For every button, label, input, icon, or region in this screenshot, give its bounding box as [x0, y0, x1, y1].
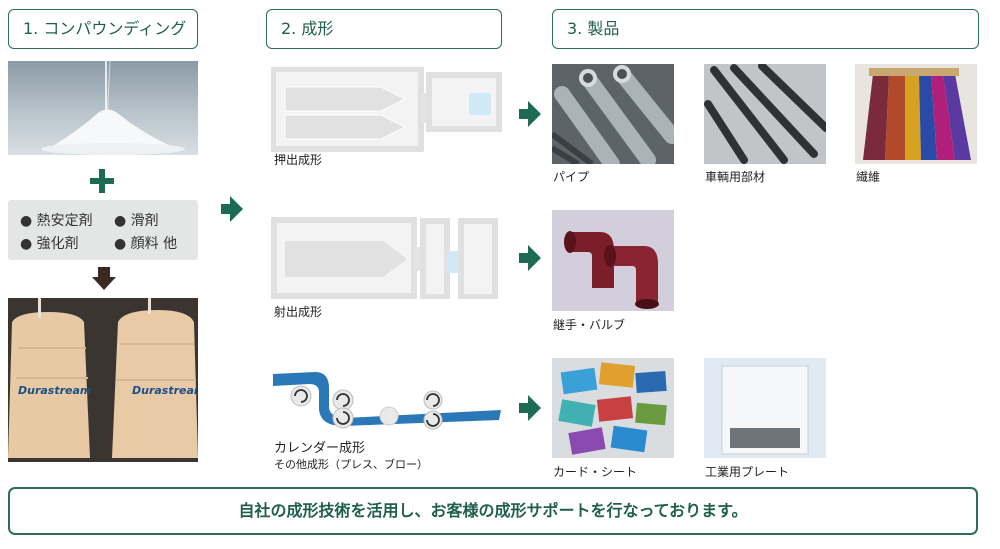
- header-products: 3. 製品: [552, 9, 979, 49]
- additive-label: 滑剤: [130, 213, 159, 229]
- process-label-extrusion: 押出成形: [274, 153, 323, 167]
- card-sheet-photo: [552, 358, 674, 458]
- header-molding: 2. 成形: [266, 9, 502, 49]
- right-arrow-icon: [221, 196, 243, 222]
- header-compounding-label: 1. コンパウンディング: [23, 19, 187, 38]
- pipe-photo: [552, 64, 674, 164]
- right-arrow-icon: [519, 101, 541, 127]
- card-sheet-graphic: [552, 358, 674, 458]
- additive-label: 顔料 他: [130, 236, 178, 252]
- product-label-pipe: パイプ: [553, 170, 590, 184]
- pipe-graphic: [552, 64, 674, 164]
- footer-banner: 自社の成形技術を活用し、お客様の成形サポートを行なっております。: [8, 487, 978, 535]
- powder-pile-graphic: [41, 61, 185, 155]
- injection-machine-diagram: [271, 217, 498, 299]
- bag-brand-left: Durastream: [18, 384, 92, 397]
- additive-item: ● 顔料 他: [114, 236, 178, 252]
- additive-item: ● 強化剤: [20, 236, 79, 252]
- process-label-other: その他成形（プレス、ブロー）: [274, 458, 428, 471]
- additive-label: 熱安定剤: [36, 213, 93, 229]
- roll-icon: [379, 406, 399, 426]
- roll-icon: [332, 389, 354, 411]
- roll-icon: [332, 407, 354, 429]
- product-label-plate: 工業用プレート: [705, 465, 790, 479]
- process-label-calendering: カレンダー成形: [274, 441, 366, 456]
- product-label-vehicle-parts: 車輌用部材: [705, 170, 766, 184]
- bag-brand-right: Durastream: [132, 384, 198, 397]
- additive-item: ● 熱安定剤: [20, 213, 93, 229]
- process-label-injection: 射出成形: [274, 305, 323, 319]
- bulk-bags-graphic: [8, 298, 198, 462]
- fittings-photo: [552, 210, 674, 311]
- vehicle-parts-photo: [704, 64, 826, 164]
- extrusion-machine-diagram: [271, 67, 502, 152]
- right-arrow-icon: [519, 245, 541, 271]
- footer-text: 自社の成形技術を活用し、お客様の成形サポートを行なっております。: [238, 501, 748, 520]
- header-products-label: 3. 製品: [567, 19, 620, 38]
- additive-item: ● 滑剤: [114, 213, 159, 229]
- plate-photo: [704, 358, 826, 458]
- right-arrow-icon: [519, 395, 541, 421]
- powder-photo: [8, 61, 198, 155]
- roll-icon: [423, 410, 443, 430]
- down-arrow-icon: [92, 267, 116, 290]
- roll-icon: [423, 390, 443, 410]
- additives-box: ● 熱安定剤 ● 滑剤 ● 強化剤 ● 顔料 他: [8, 200, 198, 260]
- roll-icon: [290, 385, 312, 407]
- product-label-fittings: 継手・バルブ: [553, 318, 626, 332]
- header-molding-label: 2. 成形: [281, 19, 334, 38]
- fiber-graphic: [855, 64, 977, 164]
- plate-graphic: [704, 358, 826, 458]
- calender-diagram: [273, 372, 501, 430]
- product-label-card-sheet: カード・シート: [553, 465, 638, 479]
- header-compounding: 1. コンパウンディング: [8, 9, 198, 49]
- vehicle-parts-graphic: [704, 64, 826, 164]
- additive-label: 強化剤: [36, 236, 79, 252]
- bags-photo: Durastream Durastream: [8, 298, 198, 462]
- fiber-photo: [855, 64, 977, 164]
- plus-icon: [90, 169, 114, 193]
- product-label-fiber: 繊維: [856, 170, 881, 184]
- fittings-graphic: [552, 210, 674, 311]
